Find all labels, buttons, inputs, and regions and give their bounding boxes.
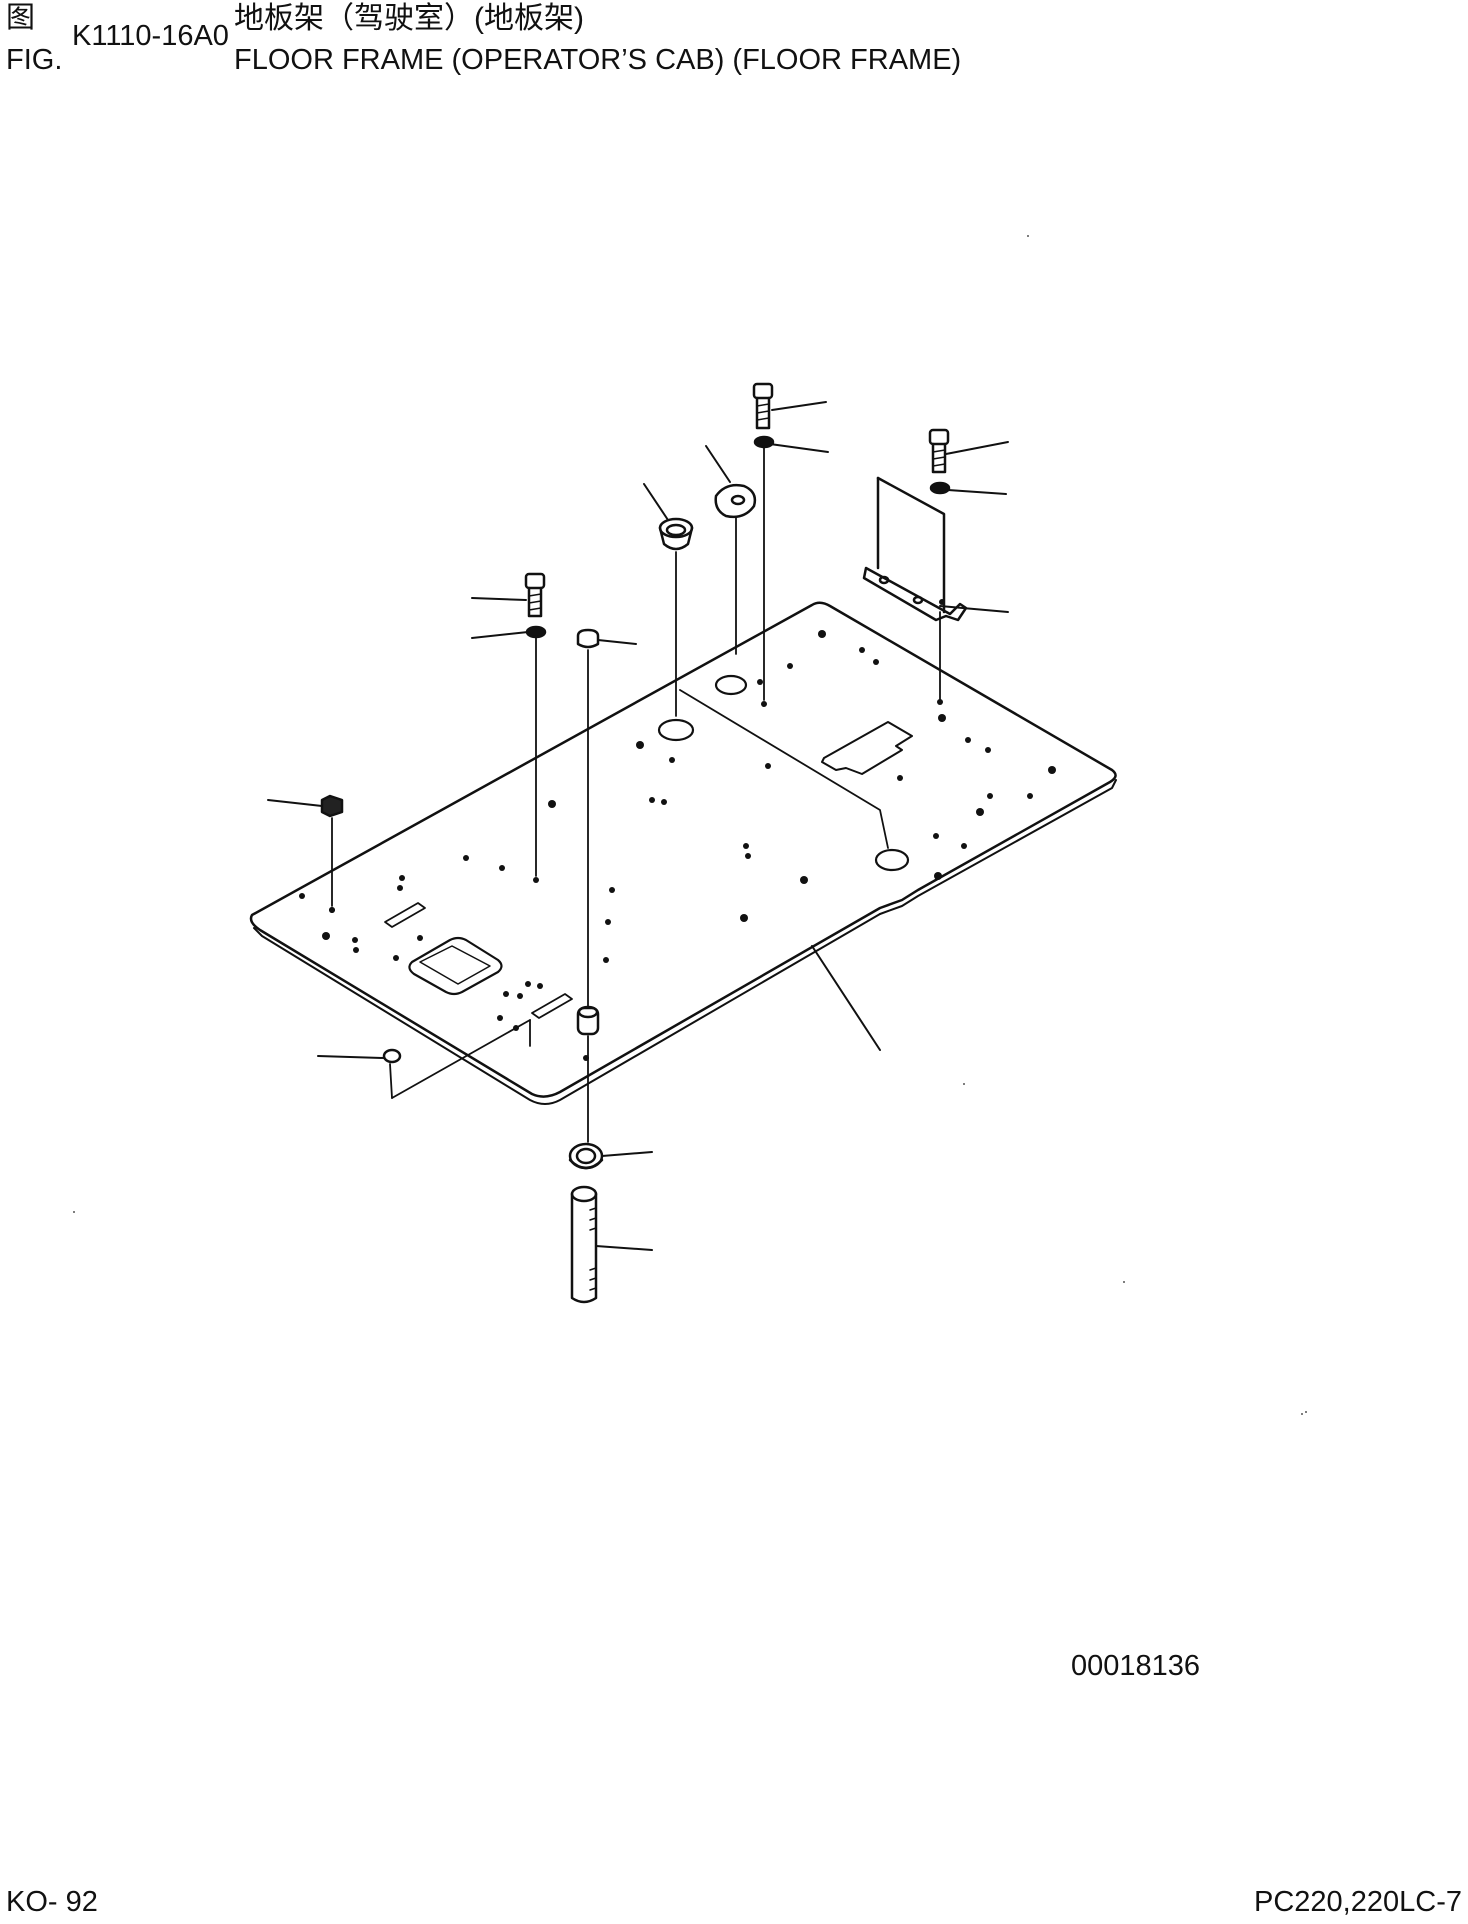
- hardware-rubber-mount: [714, 483, 757, 655]
- title-en: FLOOR FRAME (OPERATOR’S CAB) (FLOOR FRAM…: [234, 44, 962, 76]
- model-number: PC220,220LC-7: [1254, 1886, 1462, 1918]
- fig-label-en: FIG.: [6, 44, 63, 76]
- hardware-nut-bottom: [382, 1019, 531, 1099]
- title-cn: 地板架（驾驶室）(地板架): [234, 2, 584, 35]
- fig-code: K1110-16A0: [72, 20, 229, 52]
- scan-specks: [73, 235, 1307, 1415]
- hardware-bolt-top: [752, 382, 775, 707]
- hardware-bolt-right: [928, 428, 951, 495]
- hardware-collar: [568, 1142, 604, 1170]
- fig-label-cn: 图: [6, 2, 36, 34]
- plate-openings: [384, 674, 913, 1019]
- hardware-grommet: [658, 517, 694, 717]
- leader-lines: [267, 401, 1009, 1251]
- hardware-pin: [570, 1185, 598, 1304]
- hardware-bolt-left: [524, 572, 547, 883]
- mounting-bracket: [862, 476, 968, 705]
- page-code: KO- 92: [6, 1886, 98, 1918]
- floor-plate: [249, 601, 1117, 1105]
- drawing-id: 00018136: [1071, 1650, 1201, 1682]
- hardware-nut-left: [320, 794, 344, 913]
- plate-rivet-holes: [299, 599, 1056, 1061]
- hardware-spacer: [576, 1005, 600, 1143]
- hardware-cap: [576, 628, 600, 1007]
